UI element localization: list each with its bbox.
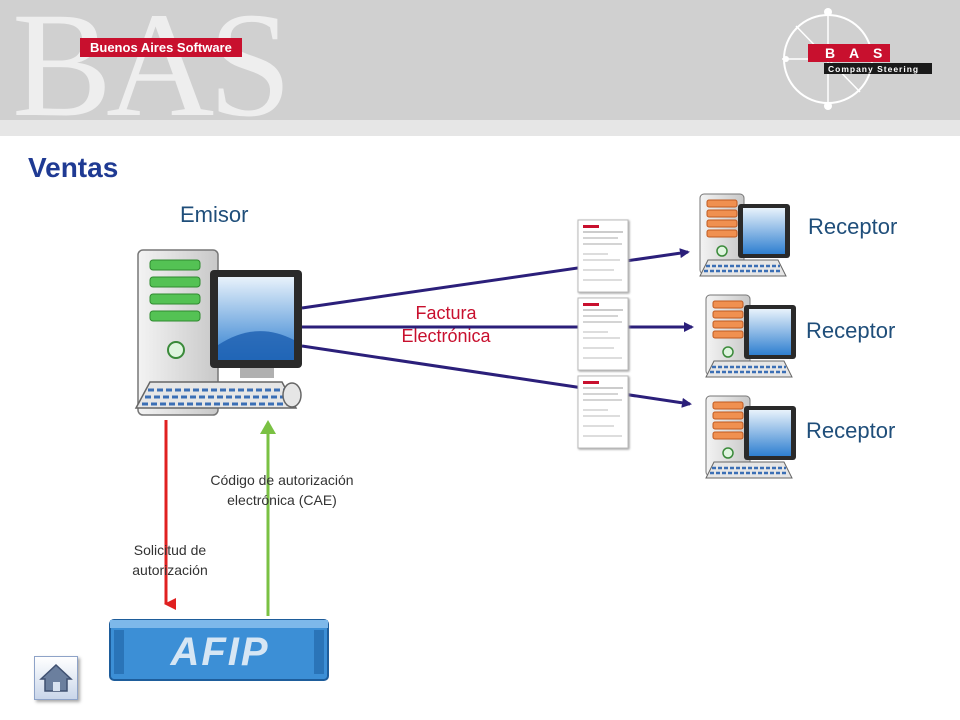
home-icon — [39, 663, 73, 692]
bas-logo-letters: BAS — [12, 0, 292, 148]
receptor-label-3: Receptor — [806, 418, 896, 443]
arrow-cae-head — [260, 420, 276, 434]
factura-line-2: Electrónica — [401, 326, 491, 346]
cae-line-2: electrónica (CAE) — [227, 492, 337, 508]
header-bar: BAS Buenos Aires Software B A S Company … — [0, 0, 960, 140]
cae-label: Código de autorización electrónica (CAE) — [182, 470, 382, 510]
afip-server-icon: AFIP — [109, 619, 329, 681]
page-title: Ventas — [28, 152, 119, 183]
cs-letter-b: B — [825, 45, 835, 61]
receptor-computer-icon-2 — [705, 294, 796, 378]
invoice-document-icon-2 — [577, 297, 629, 371]
arrow-to-receptor-3 — [301, 344, 692, 408]
invoice-document-icon-1 — [577, 219, 629, 293]
solicitud-label: Solicitud de autorización — [110, 540, 230, 580]
solicitud-line-2: autorización — [132, 562, 208, 578]
home-button[interactable] — [34, 656, 78, 700]
arrow-to-receptor-1 — [301, 248, 690, 310]
cs-tagline: Company Steering — [828, 64, 919, 74]
bas-logo-tagline: Buenos Aires Software — [80, 38, 242, 57]
receptor-label-1: Receptor — [808, 214, 898, 239]
receptor-computer-icon-1 — [699, 193, 790, 277]
receptor-label-2: Receptor — [806, 318, 896, 343]
emisor-computer-icon — [134, 249, 302, 416]
cs-letter-s: S — [873, 45, 882, 61]
factura-line-1: Factura — [415, 303, 477, 323]
cae-line-1: Código de autorización — [210, 472, 354, 488]
company-steering-logo: B A S Company Steering — [782, 8, 932, 110]
cs-letter-a: A — [849, 45, 859, 61]
solicitud-line-1: Solicitud de — [133, 542, 207, 558]
factura-electronica-label: Factura Electrónica — [396, 302, 496, 348]
invoice-document-icon-3 — [577, 375, 629, 449]
emisor-label: Emisor — [180, 202, 249, 227]
header-divider — [0, 120, 960, 136]
afip-logo-text: AFIP — [169, 630, 269, 674]
receptor-computer-icon-3 — [705, 395, 796, 479]
